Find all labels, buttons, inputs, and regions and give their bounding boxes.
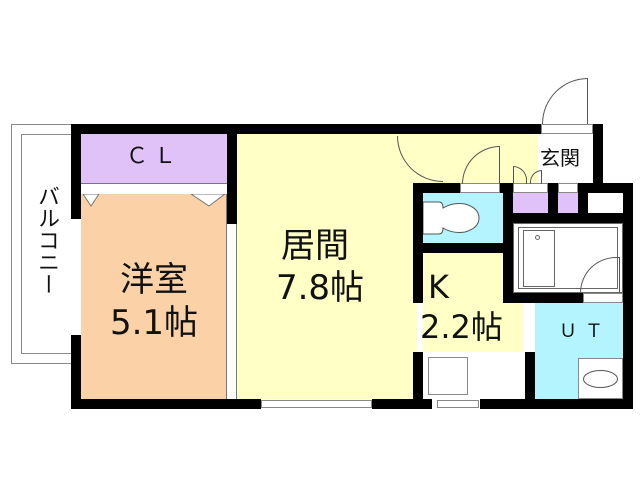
kitchen-counter — [423, 352, 523, 399]
storage-white — [588, 193, 623, 213]
wall-left-lower — [71, 335, 81, 409]
wall-right — [623, 183, 633, 409]
balcony-inner — [21, 134, 71, 354]
door-swing-icon — [530, 170, 542, 184]
wall-bath-top — [503, 213, 633, 223]
wall-top — [71, 124, 541, 134]
wall-toilet-right — [503, 183, 513, 303]
divider-western-living — [236, 224, 237, 399]
closet — [81, 134, 227, 184]
wall-bottom-mid — [372, 399, 432, 409]
western-room-size: 5.1帖 — [109, 303, 199, 343]
washbasin-bowl-icon — [583, 370, 618, 388]
wall-bottom-right — [480, 399, 633, 409]
kitchen-label: K — [428, 268, 449, 306]
wall-storage-mid2 — [578, 183, 588, 213]
balcony-label: バルコニー — [34, 185, 59, 295]
entrance — [538, 134, 593, 184]
wall-kitchen-left — [413, 352, 423, 409]
living-room-size: 7.8帖 — [275, 268, 365, 308]
closet-label: ＣＬ — [125, 144, 182, 169]
closet-gap — [81, 184, 227, 194]
wall-storage-mid — [548, 183, 558, 213]
window-bottom — [261, 400, 372, 408]
bathtub-icon — [523, 230, 555, 287]
drain-icon — [535, 235, 540, 240]
shoe-storage-2 — [558, 193, 578, 213]
western-room-label: 洋室 — [120, 260, 188, 300]
wall-bottom-left — [71, 399, 261, 409]
kitchen-size: 2.2帖 — [420, 308, 503, 346]
wall-utility-left — [525, 352, 535, 409]
storage-door-gap-2 — [558, 183, 578, 193]
entrance-label: 玄関 — [540, 146, 580, 170]
utility-label-2: ＵＴ — [559, 321, 611, 342]
western-room — [81, 194, 227, 399]
bath-door-gap — [583, 293, 623, 303]
shoe-storage-1 — [513, 193, 548, 213]
wall-entrance-right — [593, 124, 603, 184]
entrance-door-gap — [541, 124, 593, 134]
toilet-icon — [423, 201, 480, 235]
storage-door-gap — [513, 183, 548, 193]
entrance-door-icon — [542, 78, 588, 124]
sink-icon — [428, 357, 468, 395]
wall-bath-bottom — [503, 293, 583, 303]
living-room-label: 居間 — [281, 226, 349, 266]
living-room — [237, 134, 417, 399]
toilet-door-gap — [460, 183, 500, 193]
window-kitchen — [437, 400, 479, 408]
wall-left-upper — [71, 124, 81, 219]
closet-door-marks-icon — [82, 194, 226, 207]
wall-toilet-bottom — [413, 243, 505, 253]
wall-cl-living — [227, 124, 237, 224]
